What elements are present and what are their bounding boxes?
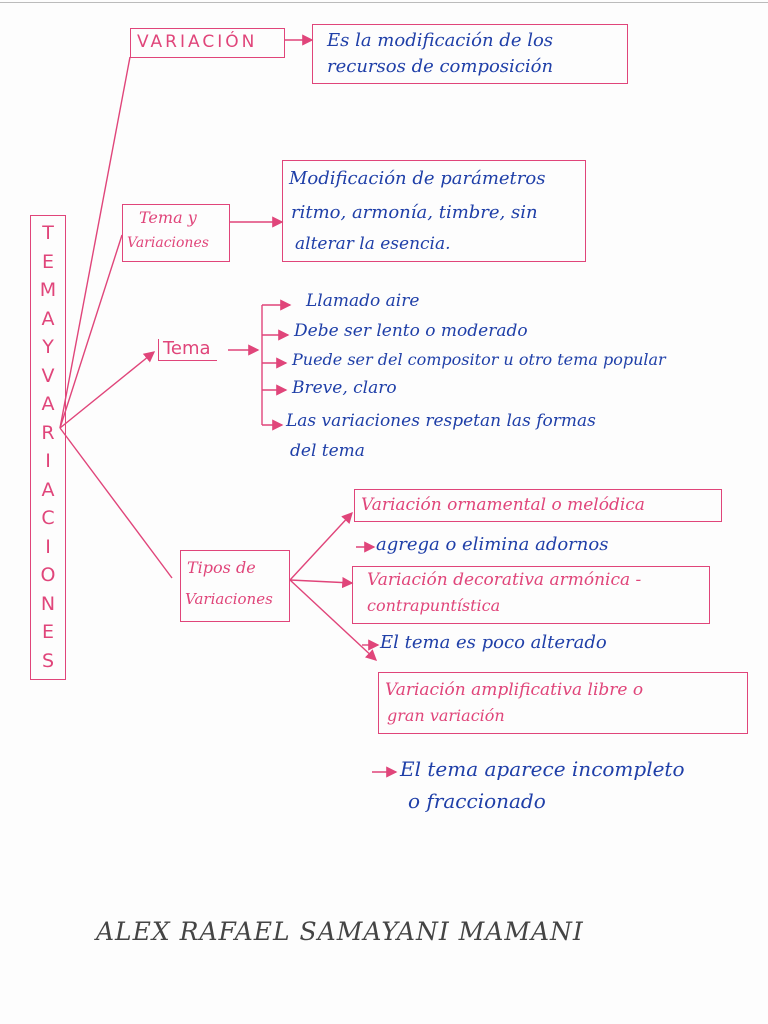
tipos-label-line-1: Tipos de	[187, 558, 256, 577]
tema-item-5-continuation: del tema	[290, 441, 365, 461]
tema-label: Tema	[158, 338, 217, 361]
tipo-1-desc: agrega o elimina adornos	[376, 534, 609, 555]
vertical-letter: S	[41, 649, 55, 672]
tyv-def-line-1: Modificación de parámetros	[289, 168, 546, 189]
tipo-1-box: Variación ornamental o melódica	[354, 489, 722, 522]
vertical-letter: A	[41, 307, 55, 330]
tipo-3-name-line-2: gran variación	[387, 706, 505, 725]
tyv-label-line-1: Tema y	[139, 208, 197, 227]
arrow-to-tema	[59, 351, 156, 429]
variacion-def-line-2: recursos de composición	[327, 56, 554, 77]
tipo-3-name-line-1: Variación amplificativa libre o	[385, 680, 644, 700]
tipo-3-desc-line-1: El tema aparece incompleto	[400, 757, 685, 781]
tipos-label-line-2: Variaciones	[185, 590, 273, 608]
tipo-3-desc-line-2: o fraccionado	[408, 789, 546, 813]
tipo-2-desc: El tema es poco alterado	[380, 632, 607, 653]
tema-item-1: Llamado aire	[306, 291, 420, 311]
tipos-box: Tipos de Variaciones	[180, 550, 290, 622]
tema-item-5: Las variaciones respetan las formas	[286, 411, 596, 431]
arrow-tipo-3	[289, 579, 378, 661]
variacion-label: VARIACIÓN	[137, 32, 258, 52]
page-edge-line	[0, 2, 768, 3]
variacion-def-line-1: Es la modificación de los	[327, 30, 554, 51]
tyv-def-line-3: alterar la esencia.	[295, 234, 451, 254]
variacion-definition-box: Es la modificación de los recursos de co…	[312, 24, 628, 84]
tema-item-2: Debe ser lento o moderado	[294, 321, 528, 341]
arrow-tipo-1	[289, 511, 353, 581]
tipo-2-name-line-1: Variación decorativa armónica -	[367, 570, 642, 590]
line-to-tema-y-variaciones	[59, 234, 123, 429]
vertical-letter: N	[40, 592, 56, 615]
vertical-letter: A	[41, 478, 55, 501]
line-to-tipos	[59, 427, 173, 579]
vertical-letter: E	[41, 621, 54, 644]
vertical-letter: I	[45, 535, 51, 558]
tyv-def-line-2: ritmo, armonía, timbre, sin	[291, 202, 538, 223]
tipo-2-box: Variación decorativa armónica - contrapu…	[352, 566, 710, 624]
tyv-definition-box: Modificación de parámetros ritmo, armoní…	[282, 160, 586, 262]
tipo-3-box: Variación amplificativa libre o gran var…	[378, 672, 748, 734]
arrow-tipo-2	[289, 576, 354, 589]
vertical-letter: V	[41, 364, 55, 387]
tema-item-3: Puede ser del compositor u otro tema pop…	[292, 350, 666, 369]
tipo-2-name-line-2: contrapuntística	[367, 596, 501, 615]
vertical-title-tema-y-variaciones: T E M A Y V A R I A C I O N E S	[30, 215, 66, 680]
author-name: ALEX RAFAEL SAMAYANI MAMANI	[96, 917, 584, 946]
tipo-1-name: Variación ornamental o melódica	[361, 495, 645, 515]
vertical-letter: C	[41, 507, 55, 530]
line-to-variacion	[59, 56, 131, 429]
vertical-letter: I	[45, 450, 51, 473]
vertical-letter: E	[41, 250, 54, 273]
vertical-letter: M	[39, 279, 57, 302]
vertical-letter: A	[41, 393, 55, 416]
vertical-letter: T	[42, 222, 54, 244]
vertical-letter: Y	[42, 336, 54, 359]
tema-item-4: Breve, claro	[292, 378, 397, 398]
vertical-letter: O	[40, 564, 56, 587]
vertical-letter: R	[41, 421, 55, 444]
variacion-box: VARIACIÓN	[130, 28, 285, 58]
tema-y-variaciones-box: Tema y Variaciones	[122, 204, 230, 262]
tyv-label-line-2: Variaciones	[127, 235, 209, 251]
